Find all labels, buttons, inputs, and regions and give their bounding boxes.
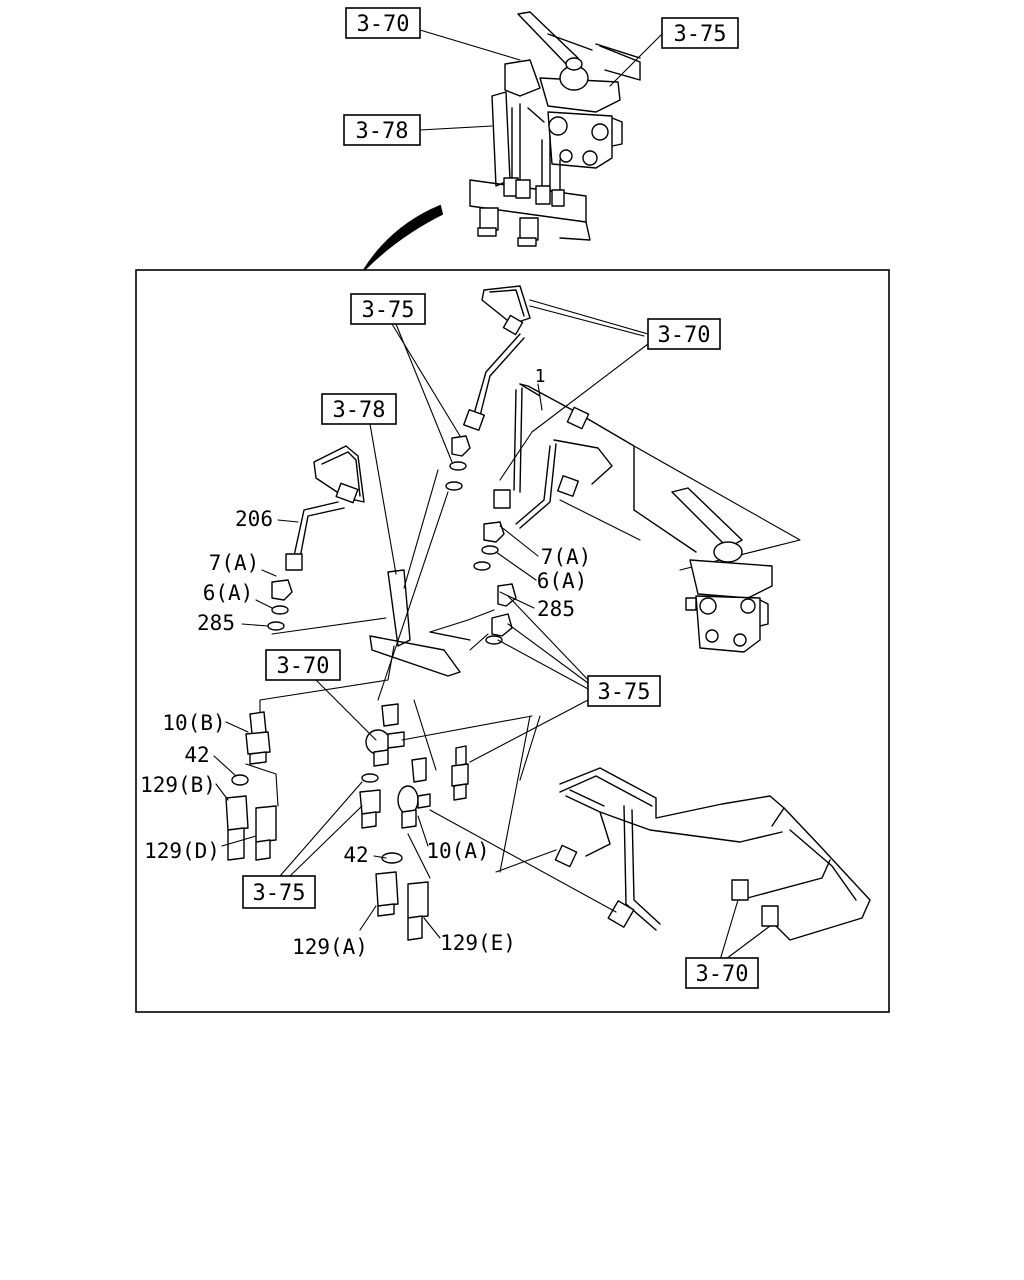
part-label-6a-right: 6(A): [537, 569, 588, 593]
leader-lines: [213, 299, 771, 963]
part-labels: 1 206 7(A) 6(A) 285 7(A) 6(A) 285 10(B) …: [140, 366, 591, 959]
part-label-10b: 10(B): [162, 711, 225, 735]
ref-box-3-70-upper: 3-70: [647, 318, 721, 350]
ref-box-top-3-70: 3-70: [345, 7, 421, 39]
part-label-42-lower: 42: [343, 843, 368, 867]
part-label-7a-right: 7(A): [541, 545, 592, 569]
part-label-129a: 129(A): [292, 935, 368, 959]
ref-box-3-75-right: 3-75: [587, 675, 661, 707]
ref-box-3-75-upper: 3-75: [350, 293, 426, 325]
zoom-arrow: [363, 204, 444, 271]
part-label-206: 206: [235, 507, 273, 531]
ref-label: 3-78: [333, 398, 386, 423]
part-label-42-upper: 42: [184, 743, 209, 767]
part-label-129b: 129(B): [140, 773, 216, 797]
ref-label: 3-75: [674, 22, 727, 47]
part-label-285-left: 285: [197, 611, 235, 635]
ref-label: 3-70: [277, 654, 330, 679]
detail-drawing: [225, 285, 871, 941]
part-label-129e: 129(E): [440, 931, 516, 955]
ref-label: 3-70: [658, 323, 711, 348]
ref-box-top-3-75: 3-75: [661, 17, 739, 49]
ref-box-3-70-lower: 3-70: [685, 957, 759, 989]
ref-box-3-78: 3-78: [321, 393, 397, 425]
detail-frame: [135, 269, 890, 1013]
ref-label: 3-75: [362, 298, 415, 323]
top-assembly-illustration: [419, 11, 663, 247]
ref-label: 3-78: [356, 119, 409, 144]
ref-box-3-70-mid: 3-70: [265, 649, 341, 681]
ref-label: 3-70: [357, 12, 410, 37]
part-label-6a-left: 6(A): [203, 581, 254, 605]
part-label-1: 1: [535, 366, 546, 387]
ref-box-3-75-lower: 3-75: [242, 875, 316, 909]
ref-label: 3-75: [253, 881, 306, 906]
part-label-7a-left: 7(A): [209, 551, 260, 575]
part-label-285-right: 285: [537, 597, 575, 621]
part-label-10a: 10(A): [426, 839, 489, 863]
ref-label: 3-75: [598, 680, 651, 705]
ref-label: 3-70: [696, 962, 749, 987]
part-label-129d: 129(D): [144, 839, 220, 863]
ref-box-top-3-78: 3-78: [343, 114, 421, 146]
